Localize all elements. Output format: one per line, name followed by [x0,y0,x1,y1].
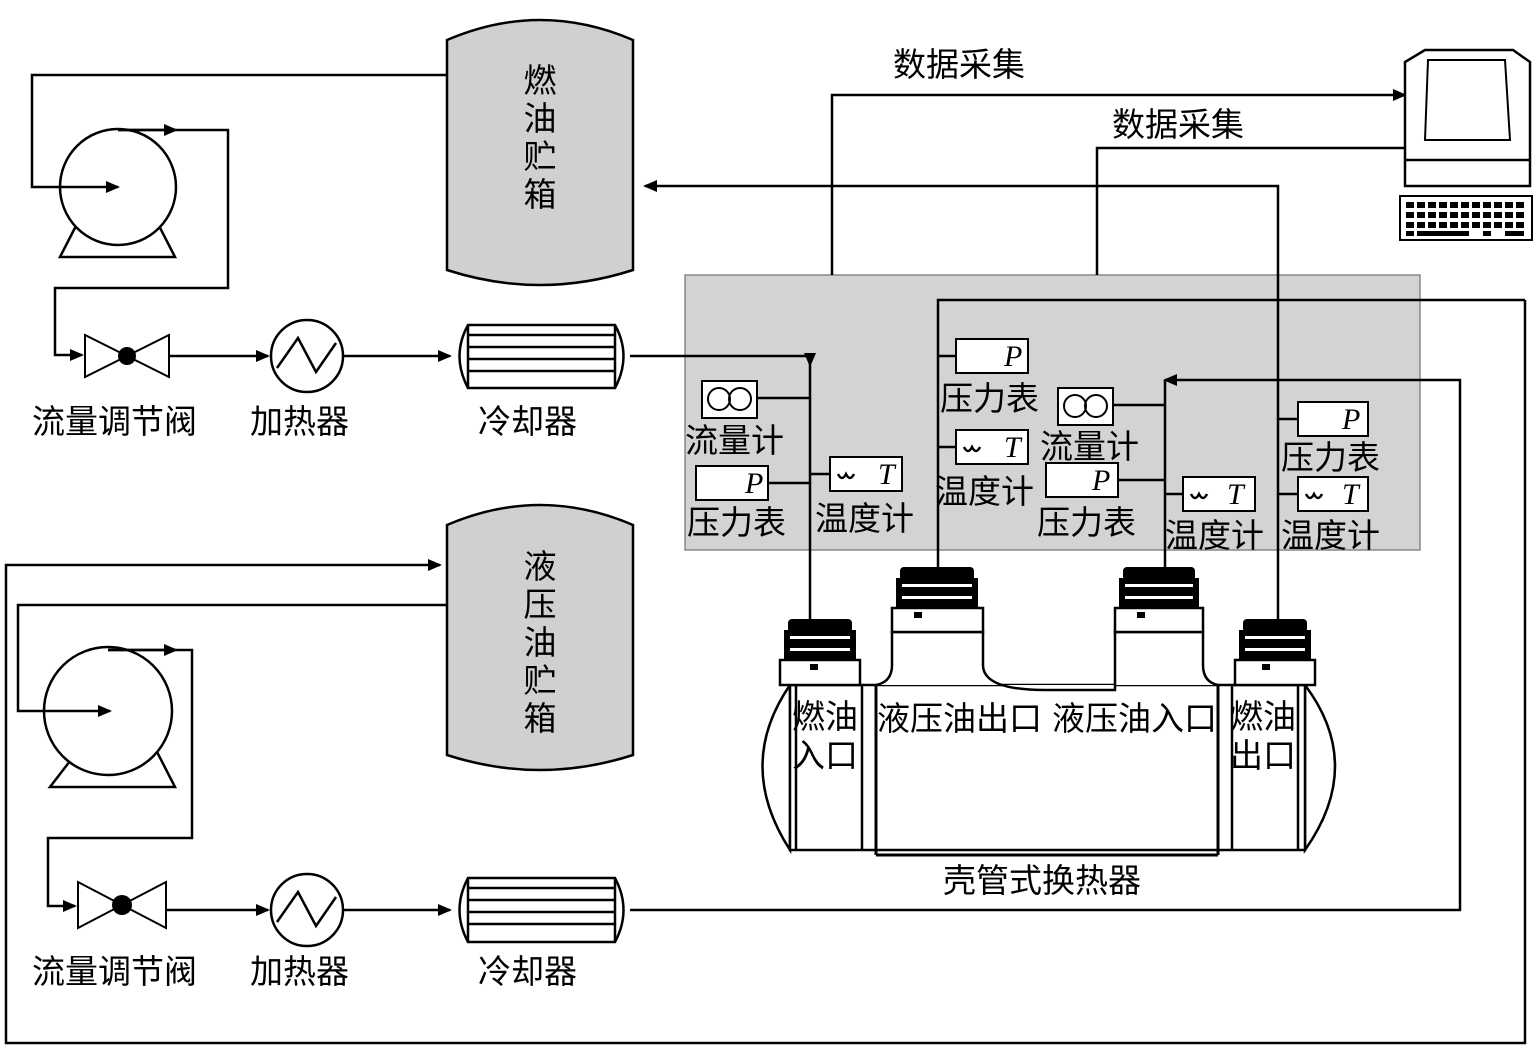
hyd-tank-label-c1: 液 [524,547,557,586]
fuel-tank-label-c3: 贮 [524,137,557,176]
hydraulic-inlet-nozzle [1113,567,1205,634]
fuel-inlet-label-2: 入口 [792,736,858,775]
hyd-tank-label-c4: 贮 [524,661,557,700]
fuel-in-pressure-label: 压力表 [687,503,786,542]
hyd-tank-label-c5: 箱 [524,699,557,738]
fuel-inlet-thermometer: T [829,456,903,492]
hydraulic-flow-valve [77,880,167,930]
computer-icon [1399,48,1533,241]
hyd-outlet-pressure-gauge: P [955,338,1029,374]
hyd-heater-label: 加热器 [250,952,349,991]
hyd-outlet-t-symbol: T [1004,431,1023,464]
fuel-in-flowmeter-label: 流量计 [685,421,784,460]
hyd-inlet-thermometer: T [1182,476,1256,512]
hyd-out-pressure-label: 压力表 [940,379,1039,418]
fuel-heater-label: 加热器 [250,402,349,441]
hydraulic-pump [42,645,178,789]
fuel-tank-label-c2: 油 [524,99,557,138]
fuel-cooler-label: 冷却器 [478,402,577,441]
fuel-inlet-nozzle [778,619,862,687]
fuel-pump [57,127,178,259]
fuel-outlet-nozzle [1233,619,1317,687]
hyd-out-temp-label: 温度计 [935,472,1034,511]
fuel-tank [445,18,635,287]
fuel-outlet-t-symbol: T [1342,478,1361,511]
fuel-outlet-thermometer: T [1297,476,1369,512]
hyd-tank-label-c3: 油 [524,623,557,662]
fuel-out-pressure-label: 压力表 [1281,438,1380,477]
fuel-flow-valve [84,333,170,379]
hydraulic-outlet-nozzle [890,567,985,634]
hyd-outlet-label: 液压油出口 [877,699,1042,738]
shell-tube-heat-exchanger [761,630,1337,857]
fuel-inlet-t-symbol: T [878,458,897,491]
fuel-outlet-label-2: 出口 [1230,736,1296,775]
fuel-in-temp-label: 温度计 [815,499,914,538]
fuel-inlet-pressure-gauge: P [695,465,769,501]
hyd-inlet-t-symbol: T [1227,478,1246,511]
hyd-tank-label-c2: 压 [524,585,557,624]
fuel-heater [269,318,345,394]
fuel-tank-label-c1: 燃 [524,61,557,100]
data-acq-label-1: 数据采集 [893,45,1025,84]
data-acq-label-2: 数据采集 [1112,105,1244,144]
hyd-outlet-p-symbol: P [1003,340,1022,373]
fuel-cooler [458,323,625,390]
fuel-inlet-p-symbol: P [744,467,763,500]
fuel-outlet-label-1: 燃油 [1230,697,1296,736]
hyd-in-temp-label: 温度计 [1165,516,1264,555]
fuel-out-temp-label: 温度计 [1281,516,1380,555]
hydraulic-tank [445,503,635,772]
hyd-valve-label: 流量调节阀 [32,952,197,991]
hyd-inlet-pressure-gauge: P [1045,462,1119,498]
hyd-inlet-p-symbol: P [1091,464,1110,497]
fuel-tank-label-c4: 箱 [524,175,557,214]
hydraulic-cooler [458,876,625,944]
fuel-inlet-flowmeter [701,380,758,419]
hyd-inlet-label: 液压油入口 [1052,699,1217,738]
fuel-outlet-p-symbol: P [1341,403,1360,436]
hyd-inlet-flowmeter [1057,387,1114,426]
hyd-in-flowmeter-label: 流量计 [1040,427,1139,466]
exchanger-title: 壳管式换热器 [943,861,1141,900]
hyd-in-pressure-label: 压力表 [1037,503,1136,542]
hyd-cooler-label: 冷却器 [478,952,577,991]
hyd-outlet-thermometer: T [955,429,1029,465]
fuel-inlet-label-1: 燃油 [792,697,858,736]
fuel-valve-label: 流量调节阀 [32,402,197,441]
hydraulic-heater [269,872,345,948]
fuel-outlet-pressure-gauge: P [1297,401,1369,437]
